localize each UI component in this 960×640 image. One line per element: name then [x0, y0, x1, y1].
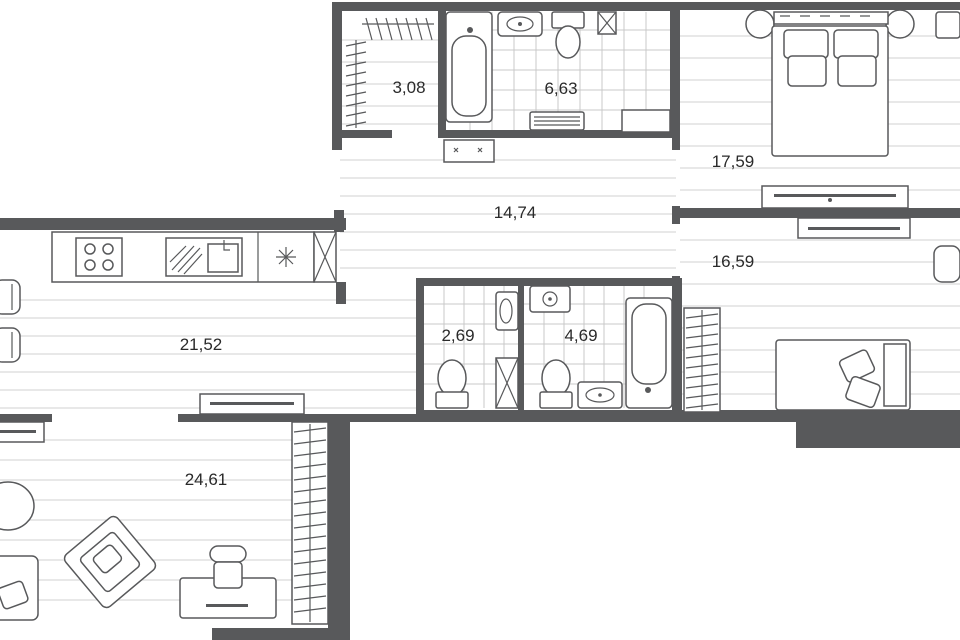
armchair-second — [933, 245, 960, 283]
room-area-kitchen: 21,52 — [180, 335, 223, 354]
wc-toilet — [435, 359, 469, 409]
nightstand-left — [745, 9, 775, 39]
nightstand-right — [885, 9, 915, 39]
wardrobe-second — [683, 307, 721, 413]
kitchen-floor — [0, 299, 418, 409]
kitchen-cabinet — [313, 231, 337, 283]
room-area-bathroom-mid: 4,69 — [564, 326, 597, 345]
dining-chairs — [0, 279, 21, 363]
living-tv-console — [0, 421, 45, 443]
armchair-living — [63, 515, 157, 609]
mid-bathtub — [625, 297, 673, 409]
washer-top — [621, 109, 671, 133]
living-wardrobe — [291, 421, 329, 625]
room-area-bedroom-master: 17,59 — [712, 152, 755, 171]
wardrobe-rack-side — [345, 40, 367, 128]
room-area-bathroom-top: 6,63 — [544, 79, 577, 98]
room-area-wc: 2,69 — [441, 326, 474, 345]
sofa-living — [0, 555, 39, 621]
bathtub-top — [445, 11, 493, 123]
desk-chair — [209, 545, 247, 589]
fridge — [276, 247, 296, 267]
headboard — [773, 11, 889, 25]
area-labels: 3,08 6,63 17,59 14,74 16,59 21,52 2,69 4… — [180, 78, 755, 489]
tv-console-second — [797, 217, 911, 239]
hall-cabinet — [443, 139, 495, 163]
wc-sink — [495, 291, 519, 331]
mid-toilet — [539, 359, 573, 409]
tv-console-master — [761, 185, 909, 209]
laundry-box-top — [597, 11, 617, 35]
wardrobe-rack-top — [362, 17, 434, 41]
hall-floor — [340, 159, 676, 269]
desk-corner — [935, 11, 960, 39]
cooktop — [75, 237, 123, 277]
wc-cabinet — [495, 357, 519, 409]
tiles-wc — [424, 284, 518, 408]
kitchen-sink — [165, 237, 243, 277]
double-bed — [771, 25, 889, 157]
towel-rail-top — [529, 111, 585, 131]
sink-top — [497, 11, 543, 37]
coffee-table — [0, 481, 35, 531]
kitchen-tv-console — [199, 393, 305, 415]
room-area-living-room: 24,61 — [185, 470, 228, 489]
room-area-bedroom-second: 16,59 — [712, 252, 755, 271]
toilet-top — [551, 11, 585, 59]
mid-sink-top — [529, 285, 571, 313]
single-bed — [775, 339, 911, 411]
room-area-hall: 14,74 — [494, 203, 537, 222]
room-area-wardrobe: 3,08 — [392, 78, 425, 97]
mid-sink-bottom — [577, 381, 623, 409]
